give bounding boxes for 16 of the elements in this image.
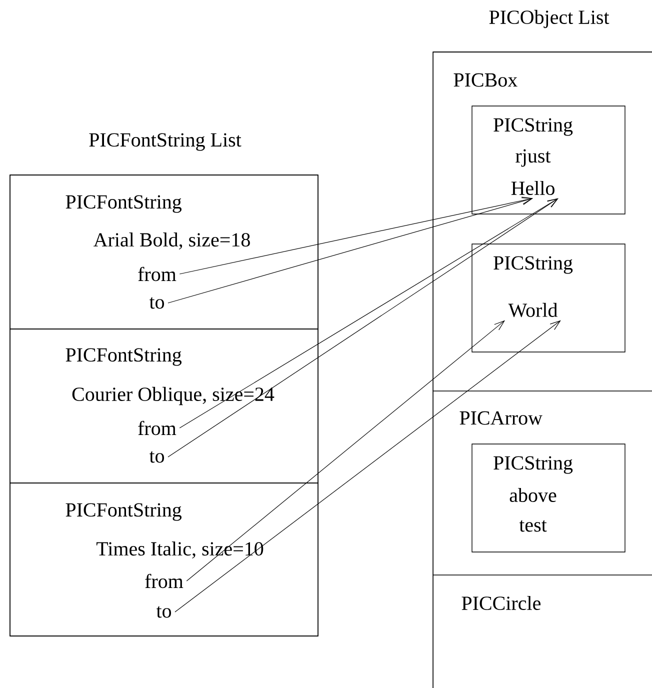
field-label: from	[145, 574, 184, 588]
arrow	[186, 320, 506, 582]
field-label: Hello	[511, 180, 554, 196]
field-label: to	[149, 451, 164, 463]
field-label: from	[138, 266, 176, 282]
field-label: to	[149, 297, 164, 309]
field-label: from	[138, 420, 176, 436]
section-box: PICCircle	[432, 574, 652, 688]
arrow	[168, 198, 533, 304]
object-box: PICString above test	[472, 444, 626, 552]
arrow	[179, 196, 533, 274]
node-label: PICObject List	[489, 10, 610, 28]
field-label: to	[156, 606, 172, 618]
node-label: PICFontString List	[89, 133, 242, 151]
arrow	[174, 320, 561, 612]
field-label: World	[508, 302, 558, 318]
